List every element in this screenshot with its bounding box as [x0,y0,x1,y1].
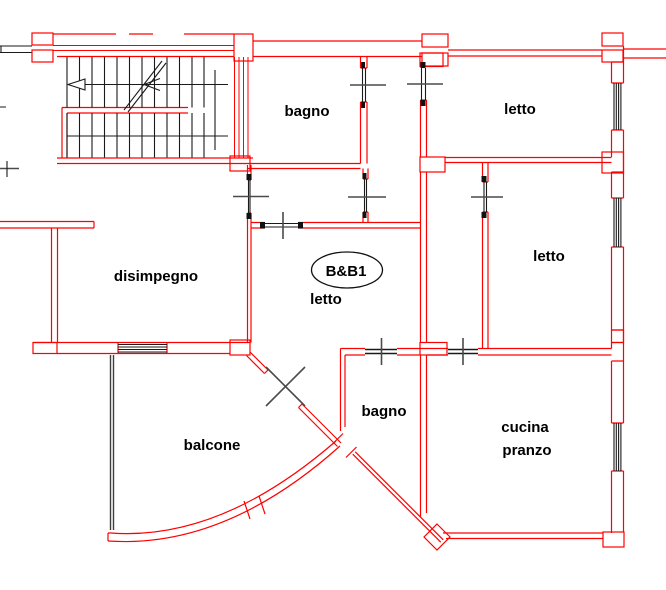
room-label-bagno-bottom: bagno [362,403,407,420]
stair-bagno-wall [229,57,251,172]
room-label-letto-top: letto [504,101,536,118]
stair-break-line [123,60,167,113]
stair-treads-upper [66,57,205,108]
diagonal-walls [246,351,451,551]
right-exterior-wall [601,46,625,548]
door-marker-letto-right [471,176,503,218]
balcone-edge [107,355,341,543]
door-marker-letto-top [407,62,443,106]
door-marker-bagno-top [350,62,386,108]
room-label-balcone: balcone [184,437,241,454]
room-label-letto-right: letto [533,248,565,265]
door-marker-central-room [260,212,303,239]
window-icon [613,83,622,130]
window-icon [118,343,167,353]
door-marker-cucina [448,338,478,365]
corridor-walls [419,163,489,517]
unit-tag-label: B&B1 [326,263,367,280]
room-label-cucina: cucina [501,419,549,436]
room-labels: bagno letto disimpegno B&B1 letto letto … [114,101,565,459]
window-icon [613,198,622,247]
room-label-bagno-top: bagno [285,103,330,120]
room-label-pranzo: pranzo [502,442,551,459]
balcony-door-x-icon [265,366,306,407]
stair-direction-arrow [66,78,86,91]
staircase [57,57,361,165]
door-marker-hallway [348,173,386,218]
party-wall [0,45,32,54]
cucina-walls [427,347,612,540]
door-marker-disimpegno [233,174,269,219]
unit-tag-ellipse [310,251,384,289]
room-label-letto-central: letto [310,291,342,308]
edge-cross-marks [0,106,19,177]
door-marker-bagno-bottom [365,338,397,365]
top-exterior-wall [31,32,666,67]
central-room-walls [246,165,421,343]
disimpegno-walls [0,220,251,356]
bagno-bottom-walls [339,347,427,431]
room-label-disimpegno: disimpegno [114,268,198,285]
bagno-top-walls [248,57,368,170]
window-icon [613,423,622,471]
